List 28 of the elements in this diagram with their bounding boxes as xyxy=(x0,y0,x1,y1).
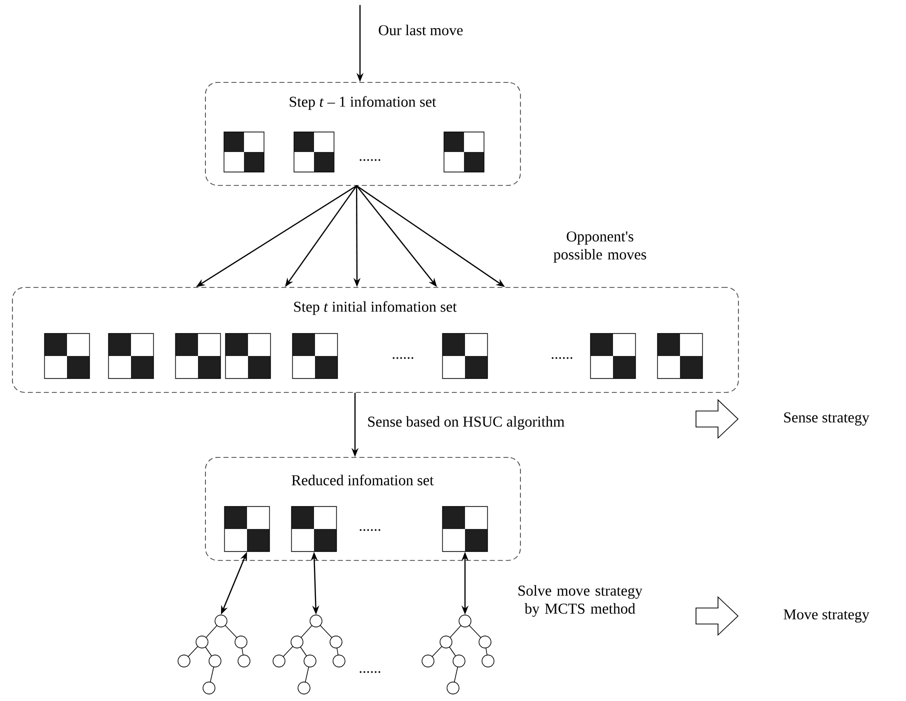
text-label: Move strategy xyxy=(784,609,870,623)
checkerboard xyxy=(292,333,338,379)
checkerboard xyxy=(175,333,221,379)
tree-drawing xyxy=(178,614,250,694)
checkerboard xyxy=(294,132,334,172)
dots: ...... xyxy=(552,357,572,359)
checkerboard xyxy=(108,333,154,379)
edge-label: Sense based on HSUC algorithm xyxy=(366,415,566,431)
dots: ...... xyxy=(392,357,414,359)
checkerboard xyxy=(225,333,271,379)
checkerboard xyxy=(291,506,337,552)
text-label: Solve move strategy by MCTS method xyxy=(518,585,642,617)
dots: ...... xyxy=(360,159,380,161)
tree-drawing xyxy=(272,614,346,694)
text-label: Sense strategy xyxy=(784,412,870,426)
checkerboard xyxy=(657,333,703,379)
checkerboard xyxy=(442,506,488,552)
checkerboard xyxy=(224,506,270,552)
tree-drawing xyxy=(422,614,494,694)
text-label: Opponent's possible moves xyxy=(554,231,646,263)
checkerboard xyxy=(442,333,488,379)
checkerboard xyxy=(44,333,90,379)
checkerboard xyxy=(224,132,264,172)
dots: ...... xyxy=(360,671,380,673)
checkerboard xyxy=(590,333,636,379)
checkerboard xyxy=(444,132,484,172)
edge-label: Our last move xyxy=(377,24,464,36)
dots: ...... xyxy=(360,529,380,531)
